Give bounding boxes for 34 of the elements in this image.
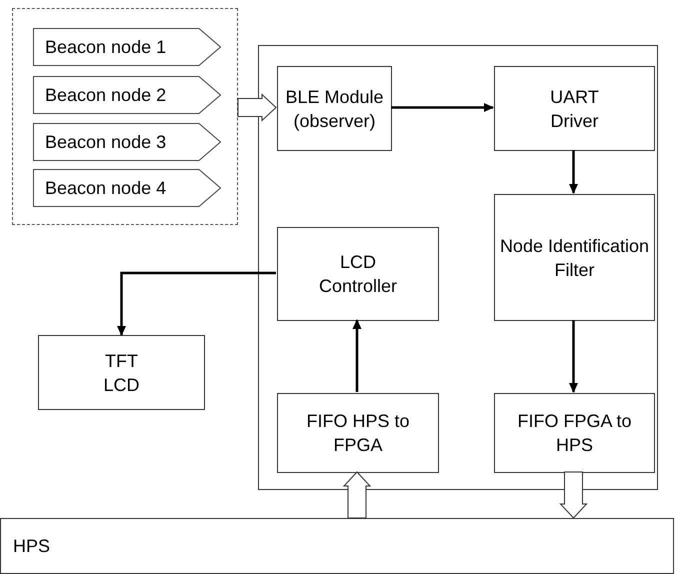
process-box <box>277 227 439 321</box>
node-label: BLE Module (observer) <box>284 86 385 132</box>
node-label: Node Identification Filter <box>498 234 650 282</box>
module-box <box>258 45 658 490</box>
dashed-group-box <box>12 8 238 225</box>
pentagon-box <box>33 28 221 66</box>
arrow <box>117 272 276 336</box>
arrow <box>352 319 362 392</box>
block-arrow <box>342 471 372 518</box>
process-box <box>494 393 655 473</box>
process-box <box>277 393 439 473</box>
node-label: HPS <box>12 535 52 558</box>
arrow <box>569 320 578 393</box>
pentagon-box <box>33 169 221 207</box>
arrow <box>569 150 578 194</box>
node-label: Beacon node 3 <box>44 131 168 154</box>
processor-box <box>0 518 674 574</box>
process-box <box>277 66 392 151</box>
block-arrow <box>559 472 588 519</box>
process-box <box>494 194 655 321</box>
node-label: LCD Controller <box>318 251 398 298</box>
arrow <box>391 103 494 112</box>
process-box <box>494 66 655 151</box>
pentagon-box <box>33 123 221 161</box>
pentagon-box <box>33 76 221 114</box>
node-label: UART Driver <box>549 86 600 132</box>
node-label: TFT LCD <box>102 350 140 396</box>
node-label: Beacon node 2 <box>44 84 168 107</box>
block-arrow <box>238 93 277 122</box>
node-label: FIFO FPGA to HPS <box>516 410 633 457</box>
process-box <box>38 335 205 410</box>
node-label: FIFO HPS to FPGA <box>305 410 411 457</box>
node-label: Beacon node 1 <box>44 36 168 59</box>
node-label: Beacon node 4 <box>44 177 168 200</box>
